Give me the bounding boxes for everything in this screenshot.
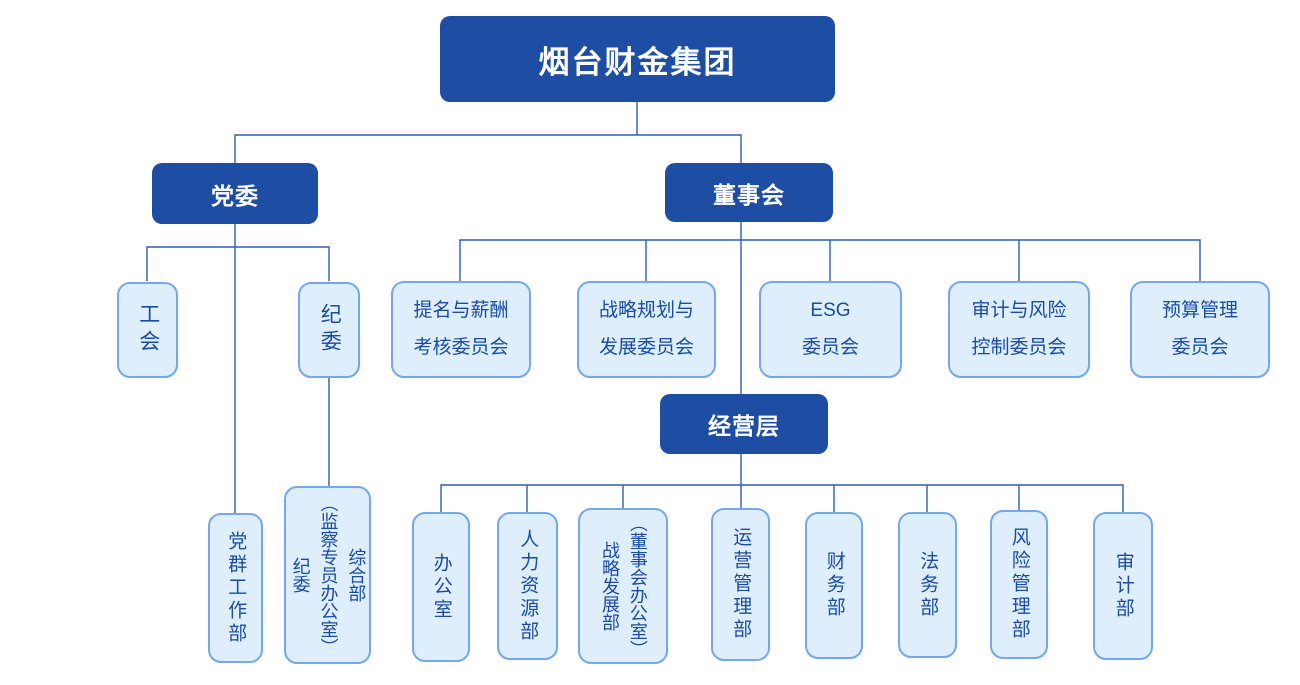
dept-label: 风险管理部 [1008, 527, 1030, 642]
org-node-root: 烟台财金集团 [440, 16, 835, 102]
dept-label: 战略发展部 （董事会办公室） [600, 514, 648, 658]
org-node-general-office: 办公室 [412, 512, 470, 662]
org-node-strategic-development-dept: 战略发展部 （董事会办公室） [578, 508, 668, 664]
org-node-audit-dept: 审计部 [1093, 512, 1153, 660]
org-node-party-committee: 党委 [152, 163, 318, 224]
org-node-board-of-directors: 董事会 [665, 163, 833, 222]
org-node-labor-union-label: 工会 [136, 303, 160, 357]
dept-label: 纪委 （监察专员办公室） 综合部 [290, 494, 367, 656]
org-node-root-label: 烟台财金集团 [538, 44, 737, 80]
org-node-party-mass-work-dept: 党群工作部 [208, 513, 263, 663]
dept-label: 运营管理部 [730, 527, 752, 642]
org-node-nomination-compensation-committee: 提名与薪酬 考核委员会 [391, 281, 531, 378]
org-node-board-of-directors-label: 董事会 [713, 181, 785, 208]
dept-label: 审计部 [1112, 551, 1134, 621]
dept-label: 办公室 [430, 552, 452, 622]
org-node-human-resources-dept: 人力资源部 [497, 512, 558, 660]
org-node-party-committee-label: 党委 [211, 182, 259, 209]
org-node-esg-committee: ESG 委员会 [759, 281, 902, 378]
org-node-management-layer: 经营层 [660, 394, 828, 454]
org-node-discipline-supervision-general-dept: 纪委 （监察专员办公室） 综合部 [284, 486, 371, 664]
committee-label: 审计与风险 控制委员会 [971, 300, 1067, 358]
committee-label: 战略规划与 发展委员会 [598, 300, 694, 358]
org-node-legal-dept: 法务部 [898, 512, 957, 658]
org-node-operations-management-dept: 运营管理部 [711, 508, 770, 661]
org-node-strategic-planning-committee: 战略规划与 发展委员会 [577, 281, 716, 378]
org-node-budget-management-committee: 预算管理 委员会 [1130, 281, 1270, 378]
org-node-management-layer-label: 经营层 [708, 413, 780, 439]
committee-label: 提名与薪酬 考核委员会 [413, 300, 509, 358]
committee-label: ESG 委员会 [801, 300, 859, 358]
org-node-audit-risk-control-committee: 审计与风险 控制委员会 [948, 281, 1090, 378]
dept-label: 人力资源部 [517, 528, 539, 644]
org-node-discipline-committee-label: 纪委 [318, 303, 342, 357]
org-node-discipline-committee: 纪委 [298, 282, 360, 378]
dept-label: 财务部 [823, 551, 845, 620]
org-node-risk-management-dept: 风险管理部 [990, 510, 1048, 659]
committee-label: 预算管理 委员会 [1161, 300, 1238, 358]
org-node-finance-dept: 财务部 [805, 512, 863, 659]
org-node-labor-union: 工会 [117, 282, 178, 378]
dept-label: 党群工作部 [225, 530, 247, 646]
dept-label: 法务部 [917, 550, 939, 620]
